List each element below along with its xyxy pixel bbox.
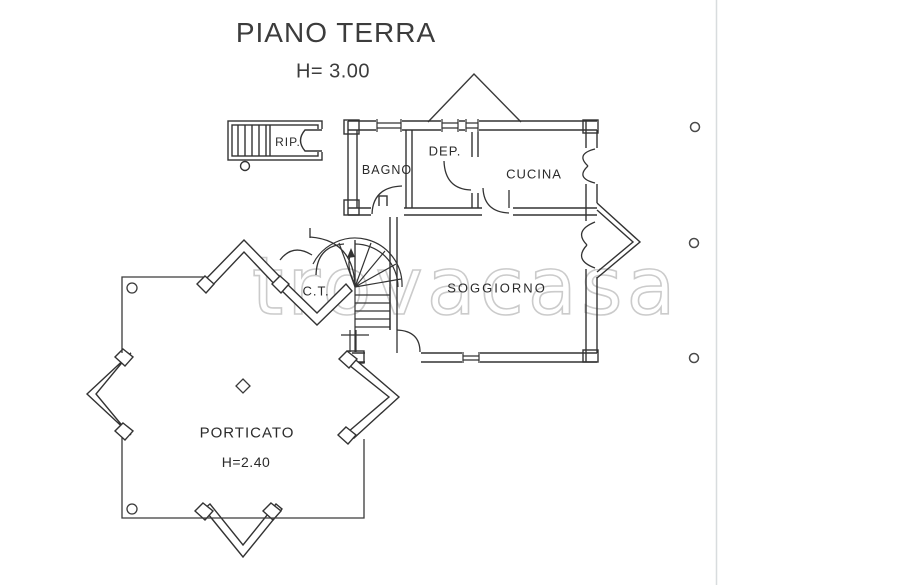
binder-hole-icon — [689, 121, 701, 133]
column-pad — [113, 422, 135, 441]
column-circle — [126, 503, 138, 515]
column-circle — [126, 282, 138, 294]
porticato-height-label: H=2.40 — [221, 454, 271, 470]
page-title: PIANO TERRA — [235, 17, 437, 48]
door-arc-dep — [443, 160, 472, 191]
column-pad — [193, 502, 215, 521]
room-label-porticato: PORTICATO — [199, 424, 295, 442]
porticato-outline — [121, 276, 365, 519]
room-label-dep: DEP. — [428, 143, 462, 159]
column-pad — [113, 348, 135, 367]
stairs-icon — [237, 125, 271, 156]
room-label-bagno: BAGNO — [361, 163, 413, 177]
windows — [376, 119, 480, 363]
door-arc-cucina — [482, 187, 510, 214]
column-pad — [261, 502, 283, 521]
stair-direction-arrow — [347, 248, 357, 286]
column-pad — [337, 350, 359, 369]
column-pad — [336, 426, 358, 445]
chevron-wall — [342, 354, 401, 439]
room-label-cucina: CUCINA — [506, 166, 562, 182]
window-icon — [376, 119, 402, 132]
doors — [279, 160, 510, 353]
room-label-ct: C.T. — [302, 283, 330, 299]
east-bay-window — [596, 202, 642, 279]
floor-height-label: H= 3.00 — [295, 60, 371, 83]
door-arc-soggiorno — [396, 329, 421, 353]
column-pad — [271, 275, 290, 295]
door-arc-bagno — [371, 185, 403, 215]
window-icon — [462, 352, 480, 363]
center-column-diamond — [235, 378, 251, 394]
binder-holes — [688, 121, 701, 364]
room-label-soggiorno: SOGGIORNO — [447, 280, 547, 296]
window-icon — [441, 119, 459, 132]
column-pad — [196, 275, 215, 295]
window-icon — [465, 119, 479, 132]
spiral-staircase — [312, 237, 403, 352]
rip-storage — [227, 120, 323, 172]
binder-hole-icon — [688, 352, 700, 364]
porticato-colonnade — [85, 238, 401, 559]
french-door-icon — [580, 148, 596, 269]
room-label-rip: RIP. — [275, 135, 301, 149]
binder-hole-icon — [688, 237, 700, 249]
gable-roofline — [427, 72, 522, 123]
